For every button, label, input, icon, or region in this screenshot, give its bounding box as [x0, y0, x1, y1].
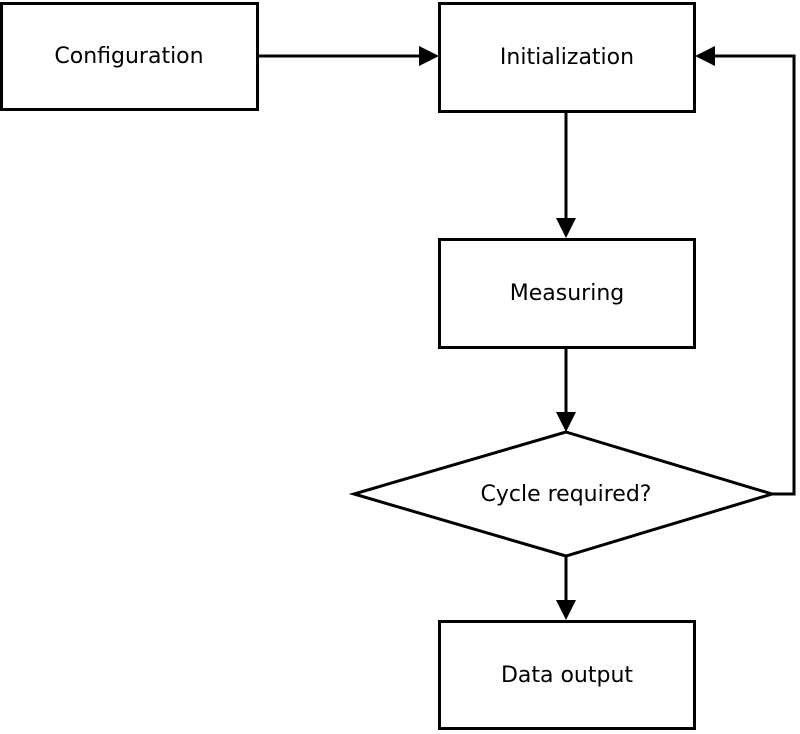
node-shape-data-output[interactable]	[438, 620, 696, 730]
node-shape-measuring[interactable]	[438, 238, 696, 349]
node-cycle-required[interactable]: Cycle required?	[348, 430, 778, 558]
node-layer: Configuration Initialization Measuring C…	[0, 2, 778, 730]
node-data-output[interactable]: Data output	[438, 620, 696, 730]
arrowhead-configuration-to-initialization	[419, 46, 439, 66]
node-label-initialization: Initialization	[500, 45, 634, 70]
edge-initialization-to-measuring	[556, 112, 576, 238]
arrowhead-cycle-required-to-data-output	[556, 600, 576, 620]
edge-measuring-to-cycle-required	[556, 348, 576, 432]
node-shape-cycle-required[interactable]	[348, 430, 778, 558]
edge-line-cycle-required-to-initialization-feedback	[706, 54, 796, 496]
edge-configuration-to-initialization	[258, 46, 439, 66]
node-label-configuration: Configuration	[54, 44, 203, 69]
edge-layer	[258, 46, 796, 620]
node-measuring[interactable]: Measuring	[438, 238, 696, 349]
node-label-measuring: Measuring	[510, 281, 624, 306]
node-shape-initialization[interactable]	[438, 2, 696, 113]
arrowhead-measuring-to-cycle-required	[556, 412, 576, 432]
node-label-data-output: Data output	[501, 663, 633, 688]
node-label-cycle-required: Cycle required?	[481, 482, 652, 507]
node-shape-configuration[interactable]	[0, 2, 259, 111]
arrowhead-cycle-required-to-initialization-feedback	[695, 46, 715, 66]
edge-cycle-required-to-initialization-feedback	[695, 46, 796, 496]
arrowhead-initialization-to-measuring	[556, 218, 576, 238]
edge-cycle-required-to-data-output	[556, 556, 576, 620]
node-initialization[interactable]: Initialization	[438, 2, 696, 113]
node-configuration[interactable]: Configuration	[0, 2, 259, 111]
